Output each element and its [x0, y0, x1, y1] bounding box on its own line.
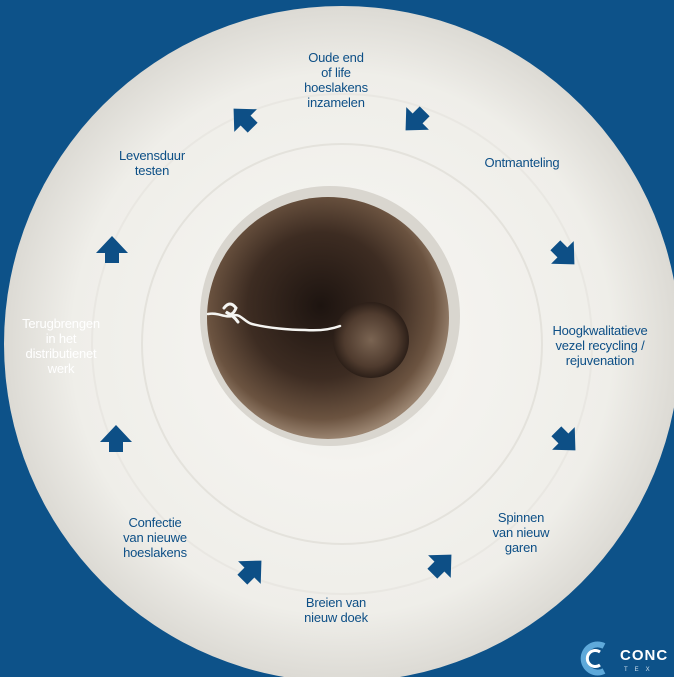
tube-inner-hole	[333, 302, 409, 378]
brand-tagline: TEX	[624, 667, 657, 673]
step-label-knitting: Breien van nieuw doek	[304, 595, 368, 625]
step-label-durability-test: Levensduur testen	[119, 148, 185, 178]
step-label-fiber-recycling: Hoogkwalitatieve vezel recycling / rejuv…	[552, 323, 647, 368]
step-label-redistribution: Terugbrengen in het distributienet werk	[22, 316, 100, 376]
step-label-spinning: Spinnen van nieuw garen	[493, 510, 550, 555]
brand-logo-icon	[576, 640, 616, 677]
step-label-confection: Confectie van nieuwe hoeslakens	[123, 515, 187, 560]
step-label-collect: Oude end of life hoeslakens inzamelen	[304, 50, 368, 110]
brand-logo: CONC TEX	[576, 640, 674, 677]
brand-name: CONC	[620, 647, 668, 664]
step-label-dismantle: Ontmanteling	[485, 155, 560, 170]
